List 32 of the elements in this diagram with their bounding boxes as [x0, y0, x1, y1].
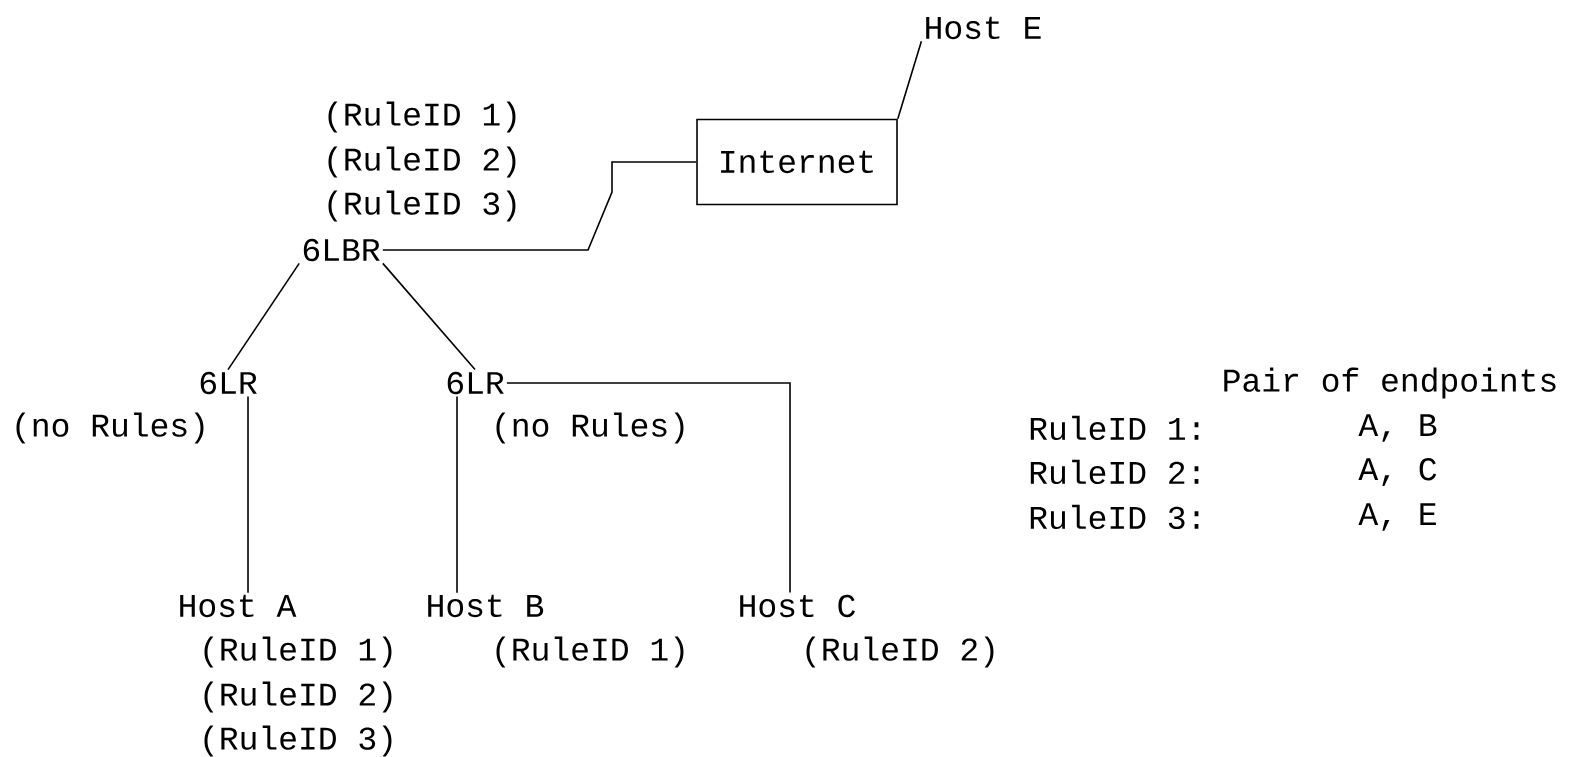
- host-label: Host A: [180, 594, 297, 618]
- host-label: Host E: [926, 16, 1041, 40]
- connector-line: [382, 161, 697, 251]
- rule-label: (RuleID 2): [204, 681, 392, 713]
- table-text: A, B: [1358, 414, 1437, 442]
- table-text: RuleID 3:: [1030, 504, 1199, 530]
- connector-line: [247, 395, 249, 594]
- router-label: 6LR: [447, 371, 504, 395]
- router-label: 6LR: [200, 371, 257, 395]
- rule-label: (RuleID 2): [806, 636, 994, 668]
- table-text: RuleID 2:: [1030, 459, 1199, 485]
- rule-label: (RuleID 2): [328, 146, 516, 178]
- table-text: RuleID 1:: [1030, 415, 1199, 441]
- rule-label: (RuleID 1): [328, 101, 516, 133]
- connector-line: [382, 262, 476, 371]
- connector-line: [227, 262, 300, 371]
- host-label: Host B: [428, 594, 544, 618]
- connector-line: [506, 382, 791, 594]
- router-label: 6LBR: [303, 238, 380, 262]
- connector-line: [456, 395, 458, 594]
- connector-line: [897, 40, 923, 120]
- rule-label: (no Rules): [16, 412, 204, 444]
- rule-label: (no Rules): [496, 412, 684, 444]
- rule-label: (RuleID 3): [328, 190, 516, 222]
- rule-label: (RuleID 1): [204, 636, 392, 668]
- rule-label: (RuleID 1): [496, 636, 684, 668]
- table-text: A, C: [1358, 458, 1437, 486]
- table-text: A, E: [1358, 503, 1436, 531]
- host-label: Host C: [740, 594, 855, 618]
- internet-box: Internet: [696, 118, 898, 206]
- table-header: Pair of endpoints: [1224, 367, 1556, 399]
- rule-label: (RuleID 3): [204, 725, 392, 757]
